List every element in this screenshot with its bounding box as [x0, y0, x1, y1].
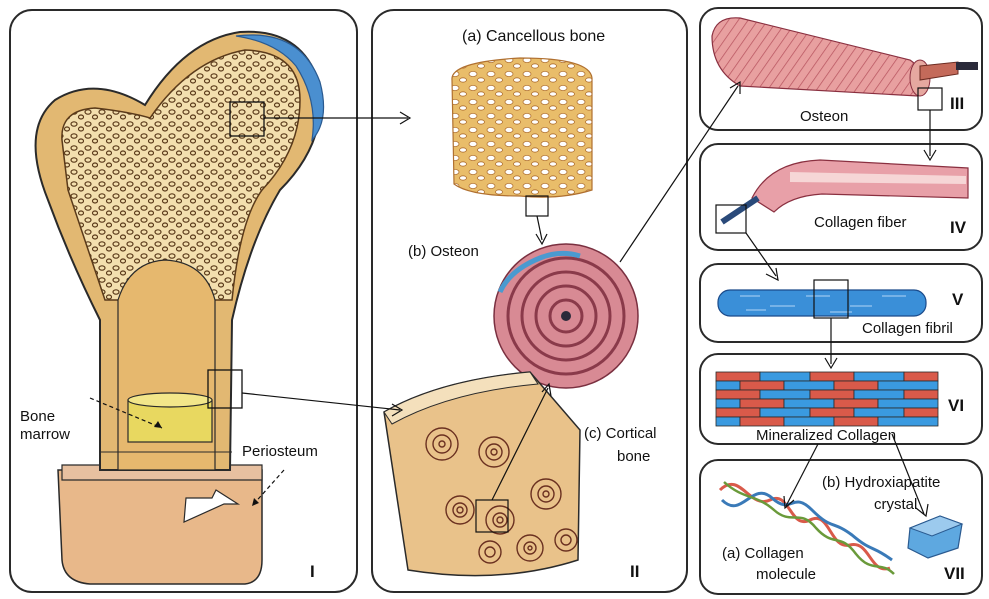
- label-osteon: Osteon: [800, 108, 848, 125]
- panel-label-I: I: [310, 562, 315, 582]
- cancellous-block: [452, 58, 592, 197]
- label-marrow: marrow: [20, 426, 70, 443]
- label-molecule-1: (a) Collagen: [722, 545, 804, 562]
- label-bone: Bone: [20, 408, 55, 425]
- label-collagen-fiber: Collagen fiber: [814, 214, 907, 231]
- panel-bone-tissue: [372, 10, 687, 592]
- label-collagen-fibril: Collagen fibril: [862, 320, 953, 337]
- bone-shaft: [58, 470, 262, 584]
- label-hydroxy-2: crystal: [874, 496, 917, 513]
- haversian-canal: [561, 311, 571, 321]
- panel-collagen-fiber: [700, 144, 982, 250]
- fibril-rod: [718, 290, 926, 316]
- label-molecule-2: molecule: [756, 566, 816, 583]
- label-cortical-1: (c) Cortical: [584, 425, 657, 442]
- panel-label-II: II: [630, 562, 639, 582]
- label-osteon-b: (b) Osteon: [408, 243, 479, 260]
- label-periosteum: Periosteum: [242, 443, 318, 460]
- panel-label-III: III: [950, 94, 964, 114]
- label-cancellous: (a) Cancellous bone: [462, 28, 605, 46]
- panel-bone-whole: [10, 10, 357, 592]
- marrow-top: [128, 393, 212, 407]
- panel-label-VII: VII: [944, 564, 965, 584]
- label-cortical-2: bone: [617, 448, 650, 465]
- panel-label-IV: IV: [950, 218, 966, 238]
- mineral-bricks: [716, 372, 938, 426]
- label-hydroxy-1: (b) Hydroxiapatite: [822, 474, 940, 491]
- panel-label-V: V: [952, 290, 963, 310]
- label-mineralized: Mineralized Collagen: [756, 427, 896, 444]
- panel-label-VI: VI: [948, 396, 964, 416]
